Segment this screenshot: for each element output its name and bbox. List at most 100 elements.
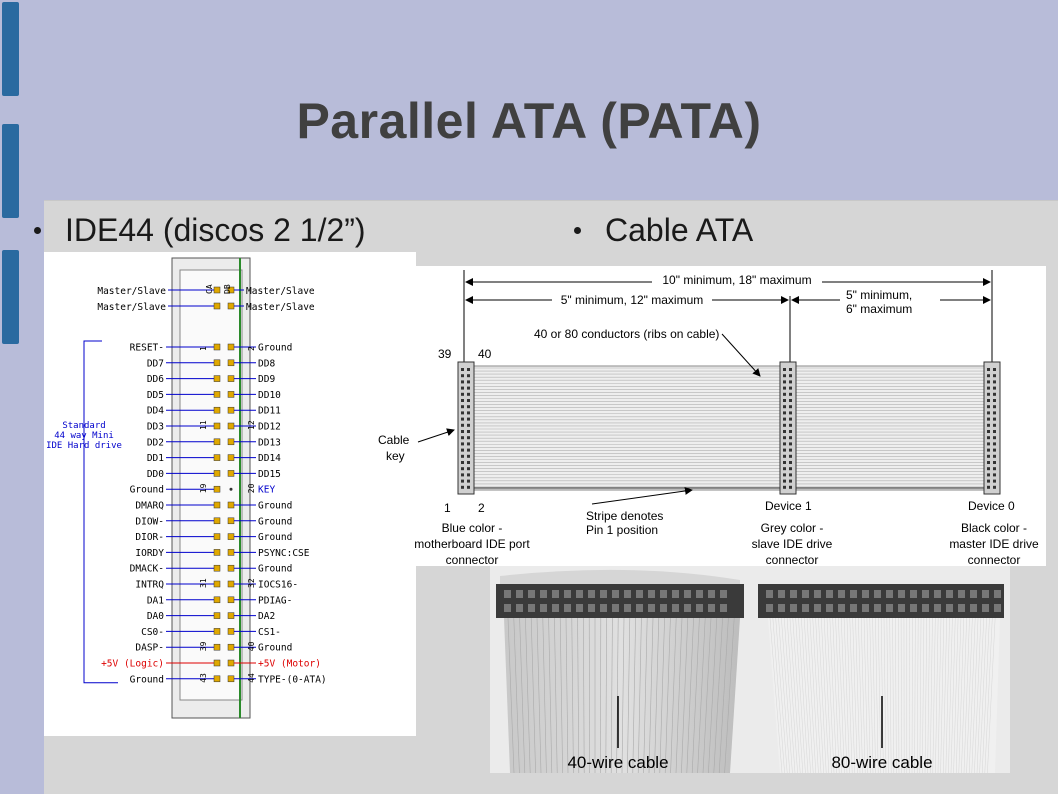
pin-label-left: DD1 <box>147 453 164 464</box>
pin-label-left: DD5 <box>147 390 164 401</box>
pin-pad <box>228 376 234 382</box>
cable-key-label-2: key <box>386 449 405 463</box>
pin-label-right: KEY <box>258 485 275 496</box>
pin-number: 1 <box>199 346 208 351</box>
pin-pad <box>214 660 220 666</box>
pin-pad <box>228 676 234 682</box>
pin-label-left: DD3 <box>147 422 164 433</box>
pin-40-label: 40 <box>478 347 492 361</box>
pin-label-right: CS1- <box>258 627 281 638</box>
pin-label-right: DD10 <box>258 390 281 401</box>
connector-device0 <box>984 362 1000 494</box>
device0-label: Device 0 <box>968 499 1015 513</box>
pin-pad <box>214 534 220 540</box>
conn-grey-1: Grey color - <box>761 521 824 535</box>
pin-pad <box>214 303 220 309</box>
pin-label-right: Ground <box>258 564 292 575</box>
conn-black-3: connector <box>968 553 1021 566</box>
key-pin <box>230 488 233 491</box>
conn-blue-2: motherboard IDE port <box>414 537 530 551</box>
conn-grey-3: connector <box>766 553 819 566</box>
bracket-line <box>84 341 118 683</box>
caption-80-wire: 80-wire cable <box>831 753 932 772</box>
pin-pad <box>214 360 220 366</box>
pin-pad <box>228 581 234 587</box>
pin-number: 2 <box>247 346 256 351</box>
pin-pad <box>228 613 234 619</box>
pin-label-right: DD15 <box>258 469 281 480</box>
connector-80wire <box>758 584 1004 618</box>
pin-pad <box>228 597 234 603</box>
pin-number: 31 <box>199 578 208 588</box>
pin-label-right: Ground <box>258 643 292 654</box>
pin-label-left: Ground <box>130 674 164 685</box>
pin-label-right: +5V (Motor) <box>258 659 321 670</box>
ribs-note: 40 or 80 conductors (ribs on cable) <box>534 327 719 341</box>
pin-pad <box>214 287 220 293</box>
pin-pad <box>214 502 220 508</box>
pin-pad <box>228 660 234 666</box>
pin-label-left: DIOR- <box>135 532 164 543</box>
pin-number: 12 <box>247 420 256 430</box>
pin-pad <box>214 518 220 524</box>
conn-black-1: Black color - <box>961 521 1027 535</box>
connector-40wire <box>496 584 744 618</box>
pin-pad <box>214 344 220 350</box>
pin-label-right: Ground <box>258 516 292 527</box>
pin-label-right: DD8 <box>258 358 275 369</box>
pin-label-right: TYPE-(0-ATA) <box>258 674 327 685</box>
pin-label-right: DD11 <box>258 406 281 417</box>
pin-label-right: Ground <box>258 343 292 354</box>
pin-number: 19 <box>199 483 208 493</box>
dim-first-label: 5" minimum, 12" maximum <box>561 293 704 307</box>
pin-pad <box>214 470 220 476</box>
pin-number: 20 <box>247 483 256 493</box>
conn-blue-1: Blue color - <box>442 521 503 535</box>
pin-2-label: 2 <box>478 501 485 515</box>
pin-label-left: RESET- <box>130 343 164 354</box>
pin-pad <box>228 644 234 650</box>
pin-pad <box>228 391 234 397</box>
caption-40-wire: 40-wire cable <box>567 753 668 772</box>
pin-label-left: DD4 <box>147 406 164 417</box>
dim-second-label-2: 6" maximum <box>846 302 912 316</box>
pin-1-label: 1 <box>444 501 451 515</box>
pin-label-top-left: Master/Slave <box>97 302 166 313</box>
pin-label-right: DD13 <box>258 437 281 448</box>
pin-pad <box>228 360 234 366</box>
conn-black-2: master IDE drive <box>949 537 1039 551</box>
pin-pad <box>214 549 220 555</box>
pin-pad <box>228 534 234 540</box>
pin-pad <box>214 407 220 413</box>
pin-number: 11 <box>199 420 208 430</box>
pin-label-top-right: Master/Slave <box>246 286 315 297</box>
pin-number: 43 <box>199 673 208 683</box>
bullet-cable-ata-text: Cable ATA <box>605 212 753 248</box>
cable-ata-diagram: 10" minimum, 18" maximum 5" minimum, 12"… <box>372 266 1046 566</box>
conn-blue-3: connector <box>446 553 499 566</box>
conn-grey-2: slave IDE drive <box>752 537 833 551</box>
pin-pad <box>228 470 234 476</box>
cable-photo: 40-wire cable 80-wire cable <box>490 566 1010 773</box>
dim-total-label: 10" minimum, 18" maximum <box>662 273 811 287</box>
col-label-ca: CA <box>205 284 214 294</box>
device1-label: Device 1 <box>765 499 812 513</box>
bullet-ide44-text: IDE44 (discos 2 1/2”) <box>65 212 366 248</box>
pin-number: 39 <box>199 641 208 651</box>
pin-pad <box>228 628 234 634</box>
pin-label-left: DD2 <box>147 437 164 448</box>
pin-label-right: Ground <box>258 501 292 512</box>
pin-number: 44 <box>247 673 256 683</box>
pin-pad <box>214 439 220 445</box>
pin-label-right: DD9 <box>258 374 275 385</box>
pin-label-left: +5V (Logic) <box>101 659 164 670</box>
cable-key-label-1: Cable <box>378 433 410 447</box>
pin-pad <box>214 613 220 619</box>
pin-pad <box>228 518 234 524</box>
cable-ata-diagram-image: 10" minimum, 18" maximum 5" minimum, 12"… <box>372 266 1046 566</box>
pin-pad <box>214 391 220 397</box>
pin-pad <box>214 455 220 461</box>
pin-label-left: CS0- <box>141 627 164 638</box>
